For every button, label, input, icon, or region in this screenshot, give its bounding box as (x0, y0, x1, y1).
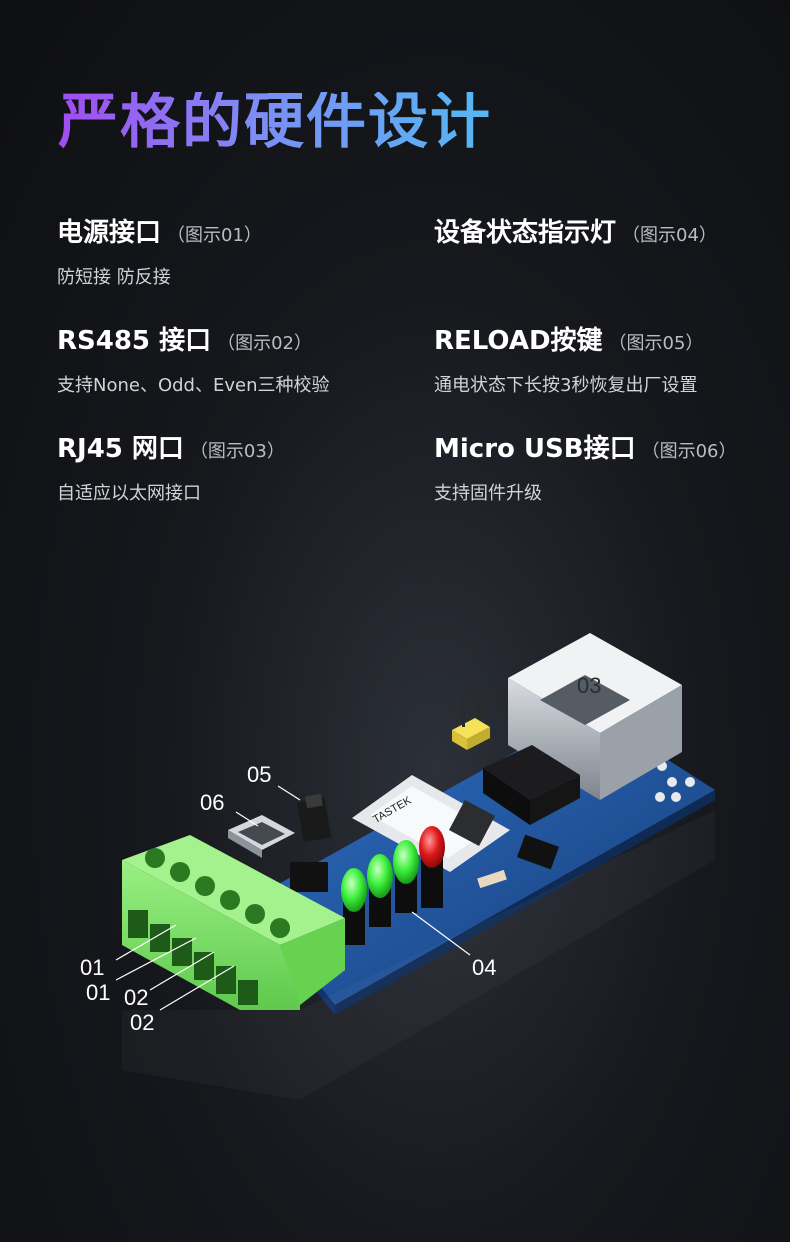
wireless-module: TASTEK (352, 775, 510, 872)
feature-title: RELOAD按键（图示05） (434, 326, 704, 356)
figure-tag: （图示05） (608, 333, 704, 354)
callout-04: 04 (472, 955, 496, 980)
feature-desc: 通电状态下长按3秒恢复出厂设置 (434, 375, 698, 396)
device-illustration: 03 TASTEK (0, 600, 790, 1160)
figure-tag: （图示03） (189, 441, 285, 462)
feature-title: Micro USB接口（图示06） (434, 434, 737, 464)
feature-title: RJ45 网口（图示03） (57, 434, 285, 464)
micro-usb-port (228, 815, 295, 858)
reload-button (296, 797, 332, 843)
pin-header (452, 688, 490, 750)
callout-06: 06 (200, 790, 224, 815)
led-green (367, 854, 393, 898)
resistor (477, 869, 507, 889)
feature-desc: 支持None、Odd、Even三种校验 (57, 375, 330, 396)
rj45-jack (508, 633, 682, 800)
leader-lines (115, 785, 471, 1011)
feature-micro-usb: Micro USB接口（图示06） 支持固件升级 (434, 428, 774, 505)
chip-small (290, 862, 328, 892)
mounting-hole (671, 792, 681, 802)
mounting-hole (667, 777, 677, 787)
callout-02: 02 (124, 985, 148, 1010)
led-green (393, 840, 419, 884)
status-leds (341, 826, 445, 945)
figure-tag: （图示06） (641, 441, 737, 462)
feature-desc: 支持固件升级 (434, 483, 542, 504)
figure-tag: （图示02） (217, 333, 312, 354)
callout-05: 05 (247, 762, 271, 787)
callout-01: 01 (80, 955, 104, 980)
feature-title: 电源接口（图示01） (57, 218, 262, 248)
feature-reload: RELOAD按键（图示05） 通电状态下长按3秒恢复出厂设置 (434, 320, 774, 397)
callout-03: 03 (577, 673, 601, 698)
figure-tag: （图示04） (622, 225, 717, 246)
feature-rj45: RJ45 网口（图示03） 自适应以太网接口 (57, 428, 397, 505)
terminal-block (122, 835, 345, 1010)
main-ic (483, 745, 580, 825)
feature-desc: 自适应以太网接口 (57, 483, 201, 504)
callout-02: 02 (130, 1010, 154, 1035)
feature-title: 设备状态指示灯（图示04） (434, 218, 717, 248)
page-title: 严格的硬件设计 (58, 87, 492, 157)
mounting-hole (655, 792, 665, 802)
mounting-hole (685, 777, 695, 787)
feature-status-led: 设备状态指示灯（图示04） (434, 212, 774, 249)
figure-tag: （图示01） (167, 225, 262, 246)
led-green (341, 868, 367, 912)
led-red (419, 826, 445, 868)
feature-rs485: RS485 接口（图示02） 支持None、Odd、Even三种校验 (57, 320, 397, 397)
feature-title: RS485 接口（图示02） (57, 326, 312, 356)
pcb-edge (335, 790, 715, 1015)
reload-button-cap (305, 793, 323, 809)
chip-small (516, 834, 560, 870)
board-svg: 03 TASTEK (80, 633, 715, 1035)
feature-desc: 防短接 防反接 (57, 267, 171, 288)
feature-power: 电源接口（图示01） 防短接 防反接 (57, 212, 397, 289)
callout-01: 01 (86, 980, 110, 1005)
